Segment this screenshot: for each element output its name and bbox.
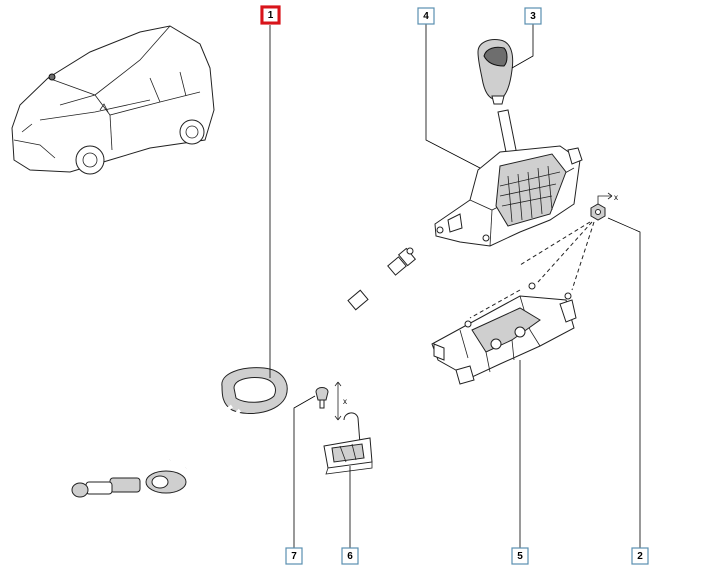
callout-6-label: 6 <box>347 551 353 562</box>
callout-2[interactable]: 2 <box>631 547 649 565</box>
callout-3[interactable]: 3 <box>524 7 542 25</box>
car-illustration <box>11 25 215 175</box>
screw-part: x <box>315 381 347 421</box>
nut-axis-label: x <box>614 193 618 202</box>
callout-5-label: 5 <box>517 551 523 562</box>
callout-4[interactable]: 4 <box>417 7 435 25</box>
leader-lines <box>269 24 641 548</box>
callout-1-label: 1 <box>268 10 274 21</box>
callout-6[interactable]: 6 <box>341 547 359 565</box>
callout-3-label: 3 <box>530 11 536 22</box>
cable-bracket <box>323 412 373 475</box>
callout-1[interactable]: 1 <box>260 5 281 25</box>
shifter-base-plate <box>431 282 577 385</box>
callout-7-label: 7 <box>291 551 297 562</box>
callout-4-label: 4 <box>423 11 429 22</box>
mounting-guides <box>469 221 595 319</box>
callout-2-label: 2 <box>637 551 643 562</box>
callout-5[interactable]: 5 <box>511 547 529 565</box>
nut-part: x <box>590 192 618 221</box>
screw-axis-label: x <box>343 397 347 406</box>
gear-shifter-housing <box>434 109 583 247</box>
gear-knob <box>477 39 514 105</box>
callout-7[interactable]: 7 <box>285 547 303 565</box>
gear-cable-assembly <box>71 247 417 498</box>
